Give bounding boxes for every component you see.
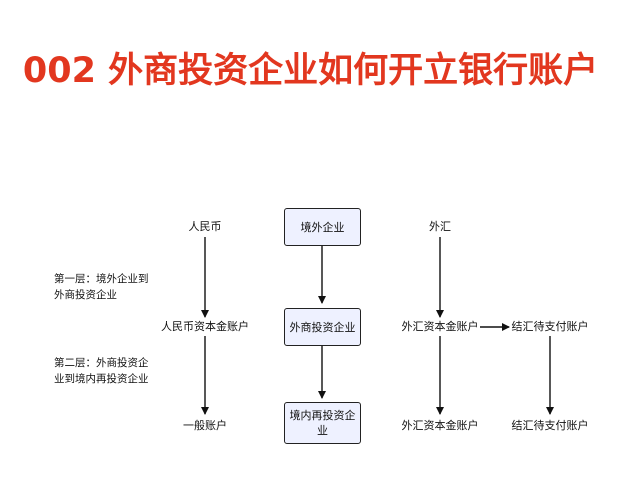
fx-capital-account-1: 外汇资本金账户: [401, 320, 479, 333]
settle-pending-account-1: 结汇待支付账户: [511, 320, 589, 333]
fx-capital-account-2: 外汇资本金账户: [401, 419, 479, 432]
settle-pending-account-2: 结汇待支付账户: [511, 419, 589, 432]
fie-box: 外商投资企业: [284, 308, 361, 346]
layer1-note: 第一层：境外企业到外商投资企业: [54, 273, 149, 301]
overseas-enterprise-box: 境外企业: [284, 208, 361, 246]
general-account: 一般账户: [183, 419, 227, 432]
page-title: 002 外商投资企业如何开立银行账户: [22, 51, 599, 91]
layer2-note: 第二层：外商投资企业到境内再投资企业: [54, 357, 149, 385]
domestic-reinvest-box: 境内再投资企业: [284, 402, 361, 444]
fx-label: 外汇: [429, 220, 451, 233]
rmb-capital-account: 人民币资本金账户: [161, 320, 249, 333]
rmb-label: 人民币: [188, 220, 222, 233]
